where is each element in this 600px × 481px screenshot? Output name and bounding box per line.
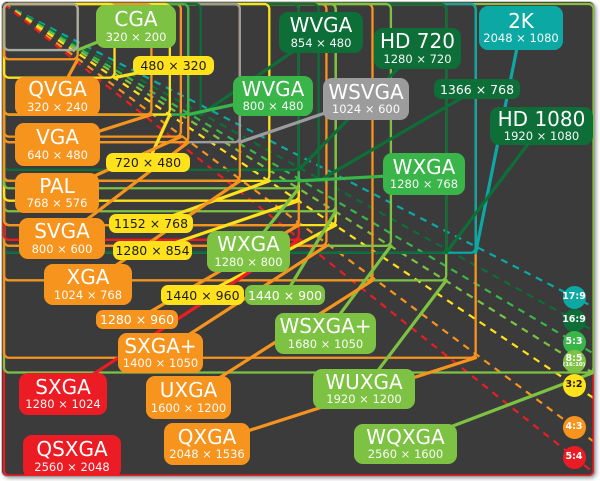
label-tail: [246, 186, 301, 254]
label-tail: [403, 370, 594, 446]
label-tail: [86, 179, 242, 287]
label-tail: [55, 112, 153, 147]
label-tail: [297, 46, 420, 172]
label-tail: [76, 24, 138, 52]
diagram-canvas: [2, 2, 594, 476]
label-tail: [158, 244, 329, 355]
aspect-line-5:4: [3, 3, 594, 475]
label-tail: [186, 278, 375, 400]
label-tail: [199, 30, 323, 117]
label-tail: [55, 135, 183, 195]
label-tail: [474, 26, 523, 255]
aspect-line-16:9: [3, 3, 594, 333]
aspect-line-8:5: [3, 3, 594, 375]
resolution-rect-CGA: [2, 2, 79, 52]
label-tail: [283, 209, 338, 297]
label-tail: [444, 124, 544, 255]
resolution-rect-HD1080: [2, 2, 448, 254]
aspect-line-5:3: [3, 3, 594, 356]
label-tail: [61, 238, 301, 396]
label-tail: [316, 87, 479, 183]
aspect-line-17:9: [3, 3, 594, 309]
